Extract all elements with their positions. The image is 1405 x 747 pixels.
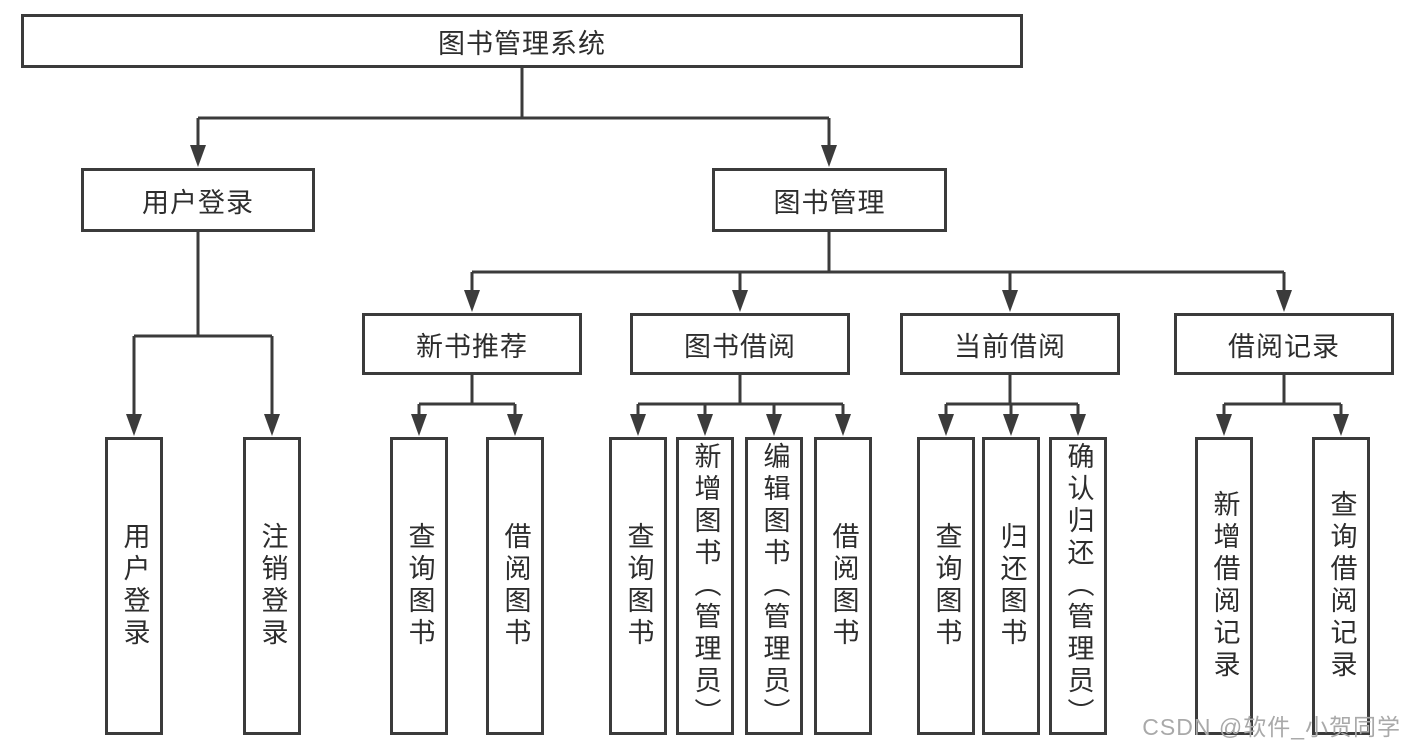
leaf-add-books-admin: 新增图书（管理员） <box>676 437 734 735</box>
leaf-user-login-label: 用户登录 <box>119 522 150 650</box>
leaf-borrow-books: 借阅图书 <box>814 437 872 735</box>
leaf-query-books-current: 查询图书 <box>917 437 975 735</box>
leaf-query-books-borrow: 查询图书 <box>609 437 667 735</box>
leaf-borrow-books-recommend: 借阅图书 <box>486 437 544 735</box>
node-root-label: 图书管理系统 <box>438 28 606 59</box>
leaf-return-books: 归还图书 <box>982 437 1040 735</box>
leaf-edit-books-admin-label: 编辑图书（管理员） <box>759 442 790 730</box>
leaf-user-login: 用户登录 <box>105 437 163 735</box>
leaf-query-books-current-label: 查询图书 <box>931 522 962 650</box>
leaf-borrow-books-label: 借阅图书 <box>828 522 859 650</box>
leaf-confirm-return-admin-label: 确认归还（管理员） <box>1063 442 1094 730</box>
node-current-borrow: 当前借阅 <box>900 313 1120 375</box>
leaf-add-books-admin-label: 新增图书（管理员） <box>690 442 721 730</box>
leaf-add-borrow-record: 新增借阅记录 <box>1195 437 1253 735</box>
node-user-login: 用户登录 <box>81 168 315 232</box>
arrowheads <box>126 145 1349 436</box>
node-new-book-recommend: 新书推荐 <box>362 313 582 375</box>
node-new-book-recommend-label: 新书推荐 <box>416 331 528 362</box>
leaf-query-borrow-record-label: 查询借阅记录 <box>1326 490 1357 682</box>
leaf-query-books-recommend-label: 查询图书 <box>404 522 435 650</box>
node-book-borrow-label: 图书借阅 <box>684 331 796 362</box>
node-root: 图书管理系统 <box>21 14 1023 68</box>
node-user-login-label: 用户登录 <box>142 187 254 218</box>
csdn-watermark: CSDN @软件_小贺同学 <box>1142 714 1401 740</box>
leaf-confirm-return-admin: 确认归还（管理员） <box>1049 437 1107 735</box>
node-book-borrow: 图书借阅 <box>630 313 850 375</box>
node-book-management-label: 图书管理 <box>773 187 886 218</box>
leaf-query-borrow-record: 查询借阅记录 <box>1312 437 1370 735</box>
leaf-logout: 注销登录 <box>243 437 301 735</box>
leaf-logout-label: 注销登录 <box>257 522 288 650</box>
leaf-return-books-label: 归还图书 <box>996 522 1027 650</box>
node-borrow-records: 借阅记录 <box>1174 313 1394 375</box>
node-borrow-records-label: 借阅记录 <box>1228 331 1340 362</box>
node-book-management: 图书管理 <box>712 168 947 232</box>
leaf-borrow-books-recommend-label: 借阅图书 <box>500 522 531 650</box>
leaf-add-borrow-record-label: 新增借阅记录 <box>1209 490 1240 682</box>
leaf-query-books-borrow-label: 查询图书 <box>623 522 654 650</box>
leaf-edit-books-admin: 编辑图书（管理员） <box>745 437 803 735</box>
node-current-borrow-label: 当前借阅 <box>954 331 1066 362</box>
leaf-query-books-recommend: 查询图书 <box>390 437 448 735</box>
